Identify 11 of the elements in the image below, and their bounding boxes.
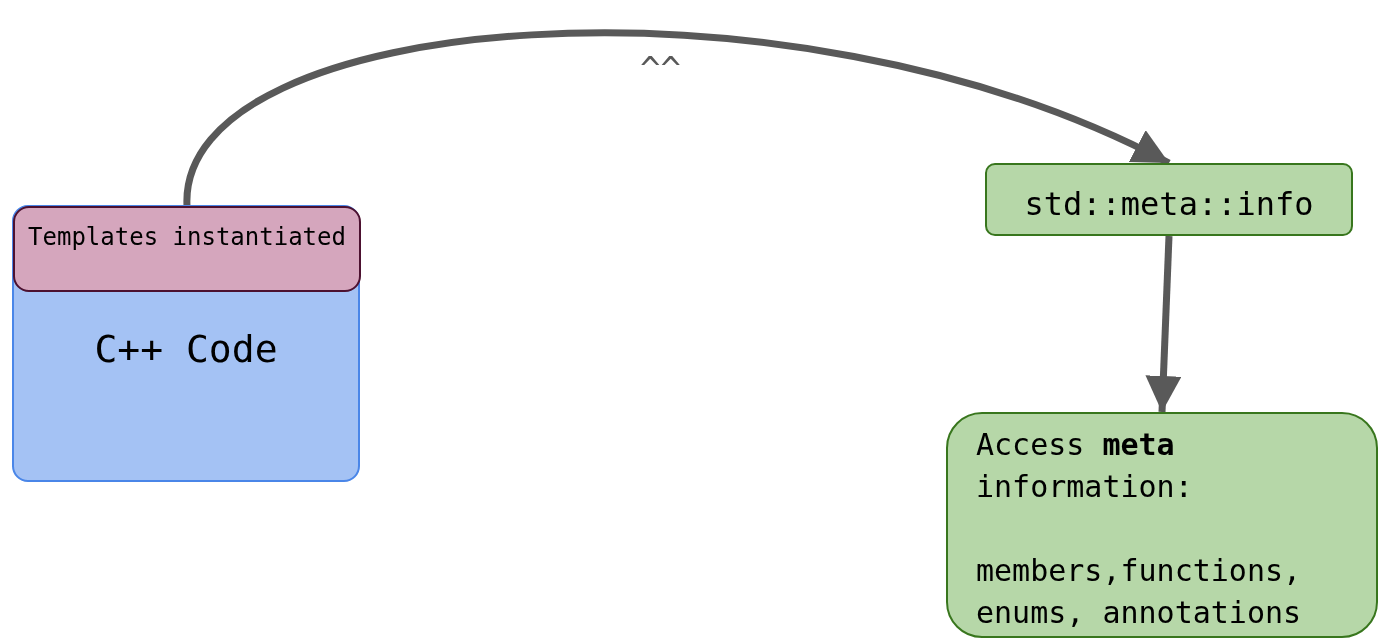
arrow <box>1145 235 1182 413</box>
header-text: Templates instantiated <box>27 222 347 253</box>
process-box <box>12 205 360 482</box>
arrow <box>183 29 1171 207</box>
node-text: members,functions, enums, annotations <box>976 552 1303 632</box>
process-box <box>985 163 1353 236</box>
node-text: C++ Code <box>93 326 279 373</box>
node-text: std::meta::info <box>1023 184 1315 225</box>
process-box <box>946 412 1378 638</box>
header-box <box>13 206 361 292</box>
node-text: Access meta information: <box>976 426 1194 506</box>
